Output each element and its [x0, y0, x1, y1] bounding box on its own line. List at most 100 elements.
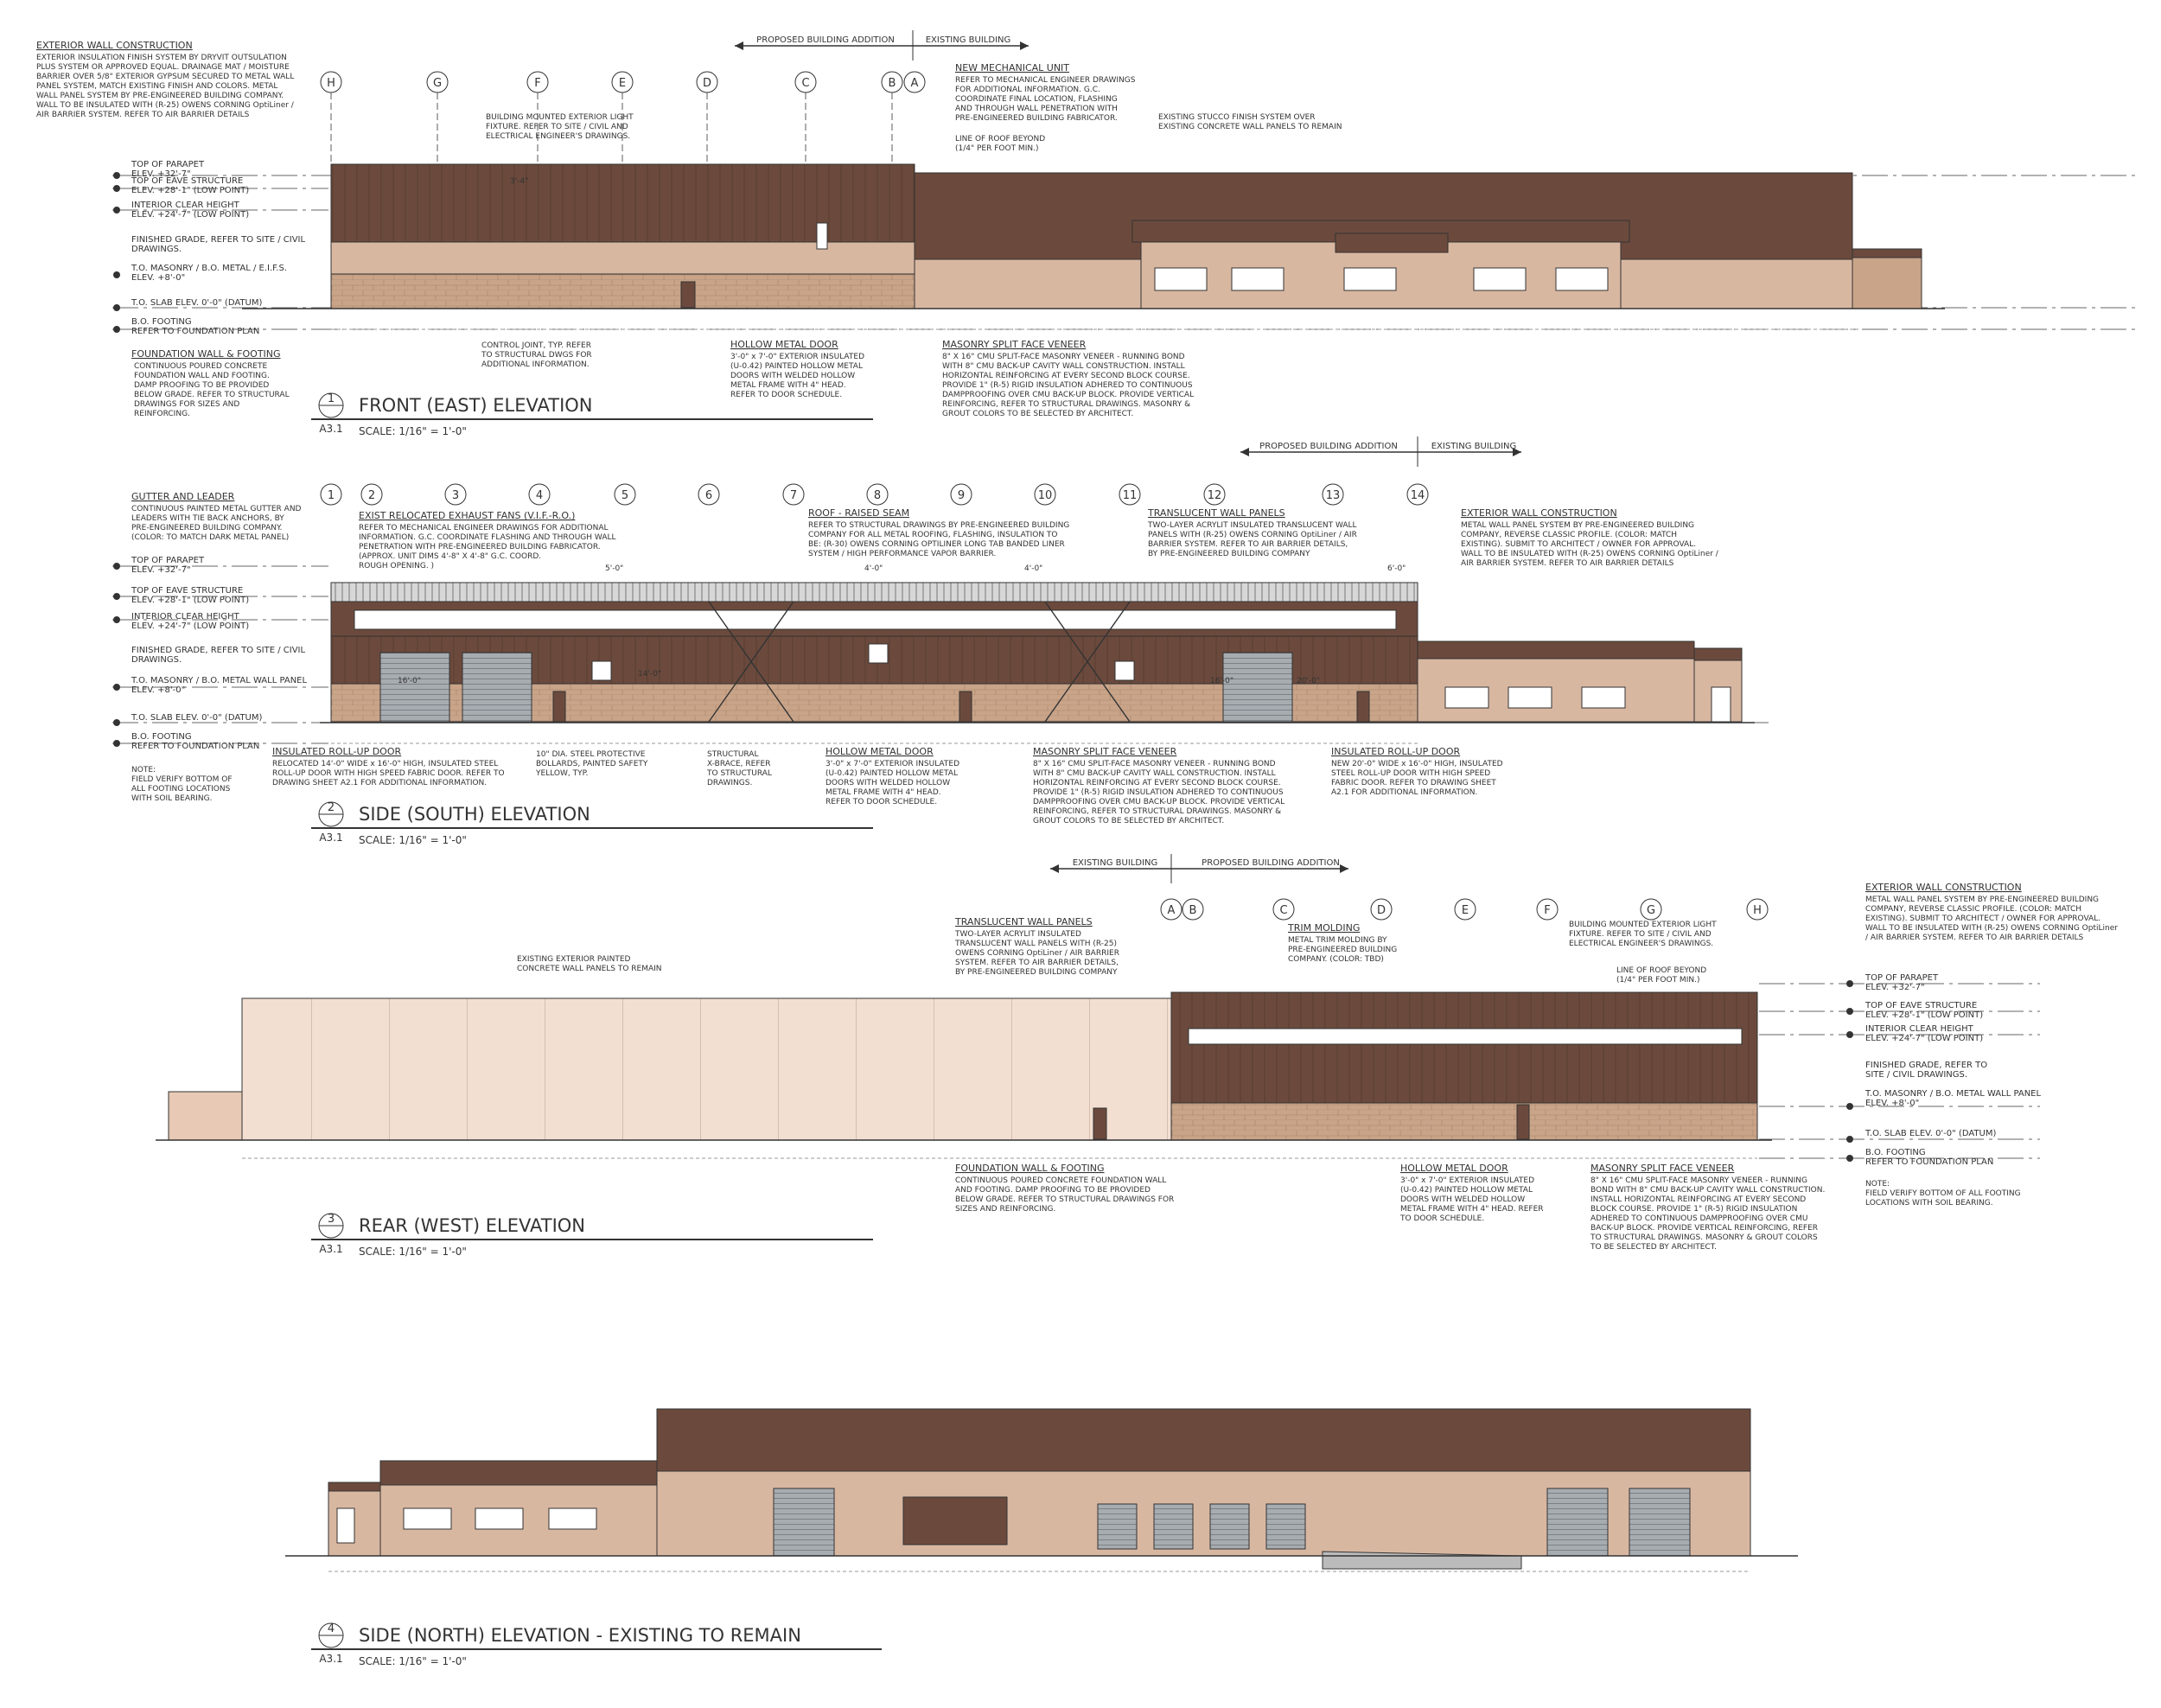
svg-text:TWO-LAYER ACRYLIT INSULATED TR: TWO-LAYER ACRYLIT INSULATED TRANSLUCENT …: [1147, 521, 1357, 530]
svg-text:(1/4" PER FOOT MIN.): (1/4" PER FOOT MIN.): [1616, 976, 1699, 985]
svg-text:EXTERIOR WALL CONSTRUCTION: EXTERIOR WALL CONSTRUCTION: [36, 40, 193, 51]
grid-bubble: H: [1746, 898, 1769, 921]
svg-text:ELEV. +32'-7": ELEV. +32'-7": [131, 169, 191, 179]
svg-text:TOP OF EAVE STRUCTURE: TOP OF EAVE STRUCTURE: [1865, 1001, 1977, 1010]
svg-text:INTERIOR CLEAR HEIGHT: INTERIOR CLEAR HEIGHT: [131, 201, 240, 210]
svg-text:FOUNDATION WALL AND FOOTING.: FOUNDATION WALL AND FOOTING.: [134, 372, 270, 380]
svg-text:ELEV. +28'-1" (LOW POINT): ELEV. +28'-1" (LOW POINT): [131, 596, 249, 605]
svg-text:RELOCATED 14'-0" WIDE x 16'-0": RELOCATED 14'-0" WIDE x 16'-0" HIGH, INS…: [272, 760, 498, 768]
elevation-1-title-block: 1 A3.1 FRONT (EAST) ELEVATION SCALE: 1/1…: [311, 392, 873, 437]
level-marker: T.O. MASONRY / B.O. METAL / E.I.F.S.ELEV…: [113, 264, 287, 283]
note-hollow-metal-door: HOLLOW METAL DOOR 3'-0" x 7'-0" EXTERIOR…: [826, 746, 959, 806]
svg-text:NEW MECHANICAL UNIT: NEW MECHANICAL UNIT: [955, 62, 1069, 73]
level-marker: T.O. MASONRY / B.O. METAL WALL PANELELEV…: [1846, 1089, 2042, 1110]
note-hollow-metal-door: HOLLOW METAL DOOR 3'-0" x 7'-0" EXTERIOR…: [730, 339, 864, 399]
svg-text:WITH 8" CMU BACK-UP CAVITY WAL: WITH 8" CMU BACK-UP CAVITY WALL CONSTRUC…: [942, 362, 1185, 371]
note-foundation: FOUNDATION WALL & FOOTING CONTINUOUS POU…: [131, 348, 290, 418]
svg-text:INTERIOR CLEAR HEIGHT: INTERIOR CLEAR HEIGHT: [131, 612, 240, 621]
arrow-existing-label: EXISTING BUILDING: [926, 35, 1011, 45]
svg-text:NOTE:: NOTE:: [131, 766, 156, 774]
svg-text:TOP OF PARAPET: TOP OF PARAPET: [131, 160, 205, 169]
svg-text:COMPANY FOR ALL METAL ROOFING,: COMPANY FOR ALL METAL ROOFING, FLASHING,…: [808, 531, 1058, 539]
svg-text:16'-0": 16'-0": [398, 677, 421, 685]
svg-text:REFER TO FOUNDATION PLAN: REFER TO FOUNDATION PLAN: [131, 742, 259, 751]
svg-text:A3.1: A3.1: [319, 1653, 342, 1665]
svg-text:DOORS WITH WELDED HOLLOW: DOORS WITH WELDED HOLLOW: [826, 779, 950, 787]
grid-bubble: D: [1370, 898, 1393, 921]
svg-text:INTERIOR CLEAR HEIGHT: INTERIOR CLEAR HEIGHT: [1865, 1024, 1974, 1034]
svg-text:D: D: [1377, 904, 1386, 917]
svg-text:ELEV. +8'-0": ELEV. +8'-0": [131, 685, 185, 695]
side-south-elevation-building: 5'-0" 4'-0" 4'-0" 6'-0" 16'-0" 16'-0" 14…: [320, 564, 1755, 744]
note-masonry-veneer: MASONRY SPLIT FACE VENEER 8" X 16" CMU S…: [1590, 1163, 1825, 1252]
svg-text:GUTTER AND LEADER: GUTTER AND LEADER: [131, 491, 235, 502]
svg-text:EXISTING BUILDING: EXISTING BUILDING: [1073, 858, 1158, 868]
elevation-2-title-block: 2 A3.1 SIDE (SOUTH) ELEVATION SCALE: 1/1…: [311, 801, 873, 846]
svg-text:B: B: [1189, 904, 1197, 917]
grid-bubble: 10: [1034, 483, 1056, 506]
grid-bubble: 6: [698, 483, 720, 506]
masonry-veneer: [1170, 1102, 1758, 1141]
svg-text:8" X 16" CMU SPLIT-FACE MASONR: 8" X 16" CMU SPLIT-FACE MASONRY VENEER -…: [1033, 760, 1276, 768]
svg-text:PROPOSED BUILDING ADDITION: PROPOSED BUILDING ADDITION: [1202, 858, 1340, 868]
windows: [1154, 267, 1609, 291]
svg-text:TO STRUCTURAL DWGS FOR: TO STRUCTURAL DWGS FOR: [481, 351, 592, 360]
exhaust-fan: [868, 643, 889, 664]
svg-text:REFER TO FOUNDATION PLAN: REFER TO FOUNDATION PLAN: [131, 327, 259, 336]
dim-label: 3'-4": [510, 177, 528, 186]
svg-text:8" X 16" CMU SPLIT-FACE MASONR: 8" X 16" CMU SPLIT-FACE MASONRY VENEER -…: [1590, 1176, 1807, 1185]
note-existing-stucco: EXISTING STUCCO FINISH SYSTEM OVER EXIST…: [1158, 113, 1342, 131]
grid-bubble: A: [1160, 898, 1182, 921]
svg-text:/ AIR BARRIER SYSTEM. REFER TO: / AIR BARRIER SYSTEM. REFER TO AIR BARRI…: [1865, 934, 2084, 942]
svg-text:SYSTEM. REFER TO AIR BARRIER D: SYSTEM. REFER TO AIR BARRIER DETAILS,: [955, 959, 1119, 967]
svg-text:E: E: [1462, 904, 1469, 917]
svg-text:2: 2: [328, 801, 335, 814]
level-marker: T.O. SLAB ELEV. 0'-0" (DATUM): [113, 713, 262, 726]
svg-text:GROUT COLORS TO BE SELECTED BY: GROUT COLORS TO BE SELECTED BY ARCHITECT…: [1033, 817, 1224, 825]
svg-text:B.O. FOOTING: B.O. FOOTING: [131, 317, 192, 327]
svg-text:DRAWINGS.: DRAWINGS.: [131, 655, 182, 665]
svg-text:SIDE (SOUTH) ELEVATION: SIDE (SOUTH) ELEVATION: [359, 804, 590, 825]
svg-text:ELECTRICAL ENGINEER'S DRAWINGS: ELECTRICAL ENGINEER'S DRAWINGS.: [1569, 940, 1713, 948]
grid-bubble: G: [426, 71, 449, 164]
elevation-number: 1: [328, 392, 335, 405]
svg-text:PLUS SYSTEM OR APPROVED EQUAL.: PLUS SYSTEM OR APPROVED EQUAL. DRAINAGE …: [36, 63, 290, 72]
svg-text:ELEV. +8'-0": ELEV. +8'-0": [1865, 1099, 1919, 1108]
svg-text:OWENS CORNING OptiLiner / AIR: OWENS CORNING OptiLiner / AIR BARRIER: [955, 949, 1119, 958]
front-elevation-building: 3'-4": [242, 163, 1945, 330]
note-bollards: 10" DIA. STEEL PROTECTIVE BOLLARDS, PAIN…: [535, 750, 648, 778]
svg-text:(1/4" PER FOOT MIN.): (1/4" PER FOOT MIN.): [955, 144, 1038, 153]
svg-text:CONTINUOUS POURED CONCRETE: CONTINUOUS POURED CONCRETE: [134, 362, 267, 371]
svg-text:CONCRETE WALL PANELS TO REMAIN: CONCRETE WALL PANELS TO REMAIN: [517, 965, 662, 973]
grid-bubble: A: [903, 71, 926, 93]
hollow-metal-door: [959, 691, 972, 723]
insulated-rollup-door: [462, 652, 532, 723]
svg-text:FIXTURE. REFER TO SITE / CIVIL: FIXTURE. REFER TO SITE / CIVIL AND: [486, 123, 628, 131]
svg-text:FABRIC DOOR. REFER TO DRAWING: FABRIC DOOR. REFER TO DRAWING SHEET: [1331, 779, 1496, 787]
svg-text:HOLLOW METAL DOOR: HOLLOW METAL DOOR: [1400, 1163, 1508, 1174]
svg-text:DOORS WITH WELDED HOLLOW: DOORS WITH WELDED HOLLOW: [1400, 1195, 1525, 1204]
svg-text:(U-0.42) PAINTED HOLLOW METAL: (U-0.42) PAINTED HOLLOW METAL: [826, 769, 958, 778]
svg-text:6'-0": 6'-0": [1387, 564, 1406, 573]
note-roof: ROOF - RAISED SEAM REFER TO STRUCTURAL D…: [808, 507, 1069, 558]
svg-text:TO DOOR SCHEDULE.: TO DOOR SCHEDULE.: [1399, 1214, 1484, 1223]
grid-bubble: 11: [1119, 483, 1141, 506]
grid-bubble: 4: [528, 483, 551, 506]
note-masonry-veneer: MASONRY SPLIT FACE VENEER 8" X 16" CMU S…: [942, 339, 1194, 418]
svg-text:B.O. FOOTING: B.O. FOOTING: [1865, 1148, 1926, 1157]
grid-bubble: E: [611, 71, 634, 164]
svg-text:EXTERIOR INSULATION FINISH SYS: EXTERIOR INSULATION FINISH SYSTEM BY DRY…: [36, 54, 287, 62]
svg-text:BACK-UP BLOCK. PROVIDE VERTICA: BACK-UP BLOCK. PROVIDE VERTICAL REINFORC…: [1590, 1224, 1818, 1233]
svg-text:4: 4: [536, 489, 543, 502]
svg-text:SIDE (NORTH) ELEVATION - EXIST: SIDE (NORTH) ELEVATION - EXISTING TO REM…: [359, 1625, 801, 1646]
svg-text:SCALE: 1/16" = 1'-0": SCALE: 1/16" = 1'-0": [359, 1655, 467, 1667]
north-elevation-building: [285, 1408, 1798, 1572]
grid-line-bubbles: A B C D E F G H: [1160, 898, 1769, 921]
dimension-labels: 5'-0" 4'-0" 4'-0" 6'-0" 16'-0" 16'-0" 14…: [398, 564, 1406, 685]
svg-text:FOUNDATION WALL & FOOTING: FOUNDATION WALL & FOOTING: [955, 1163, 1105, 1174]
note-existing-concrete: EXISTING EXTERIOR PAINTED CONCRETE WALL …: [517, 955, 662, 973]
